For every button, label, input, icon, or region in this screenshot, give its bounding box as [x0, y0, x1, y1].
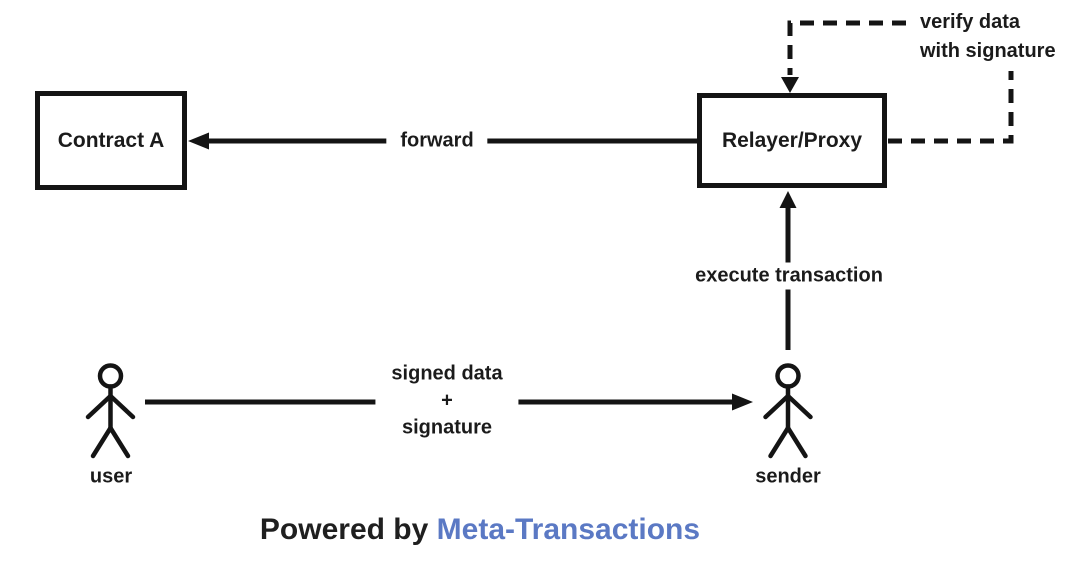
user-label: user: [89, 465, 133, 488]
edge-label-signed-data-line1: signed data: [391, 362, 503, 385]
verify-loop-arrowhead-icon: [781, 77, 799, 93]
edge-label-signed-data-line2: +: [441, 389, 453, 412]
powered-by-text: Powered by: [259, 513, 429, 546]
edge-label-verify-line1: verify data: [920, 11, 1021, 33]
user-figure-icon: [85, 363, 136, 459]
footer-powered-by: Powered by Meta-Transactions: [260, 513, 700, 547]
node-contract-a-label: Contract A: [57, 128, 165, 152]
edge-label-verify-data: verify data with signature: [920, 8, 1056, 66]
sender-label: sender: [755, 465, 821, 488]
edge-label-execute-transaction: execute transaction: [685, 262, 893, 290]
meta-transactions-link[interactable]: Meta-Transactions: [436, 513, 701, 546]
execute-arrowhead-icon: [779, 191, 797, 208]
edge-label-forward: forward: [386, 127, 488, 155]
edge-label-signed-data-line3: signature: [401, 416, 493, 439]
edge-label-verify-line2: with signature: [920, 40, 1056, 62]
verify-loop-top-dashed-path: [787, 20, 906, 75]
signed-data-arrowhead-icon: [732, 393, 753, 411]
node-relayer-proxy-label: Relayer/Proxy: [721, 128, 863, 152]
node-contract-a: Contract A: [35, 91, 187, 190]
node-relayer-proxy: Relayer/Proxy: [697, 93, 887, 188]
forward-arrowhead-icon: [188, 132, 209, 150]
verify-loop-right-dashed-path: [888, 71, 1014, 144]
edge-label-signed-data: signed data + signature: [375, 356, 519, 446]
sender-figure-icon: [763, 363, 813, 459]
